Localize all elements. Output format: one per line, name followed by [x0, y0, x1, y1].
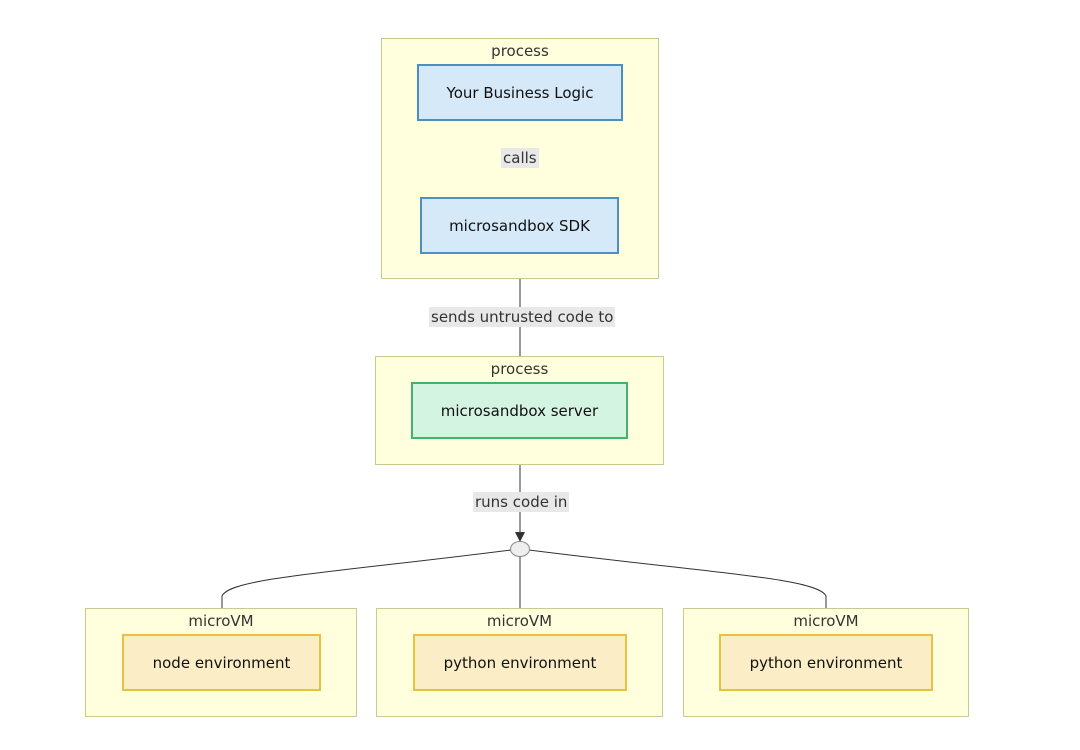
edge-label-calls: calls: [501, 148, 539, 168]
sdk-label: microsandbox SDK: [449, 216, 590, 235]
edge-label-sends: sends untrusted code to: [429, 307, 616, 327]
cluster-title-microvm-python-1: microVM: [486, 612, 553, 630]
junction-node[interactable]: [510, 541, 530, 557]
python-environment-label-1: python environment: [443, 653, 597, 672]
cluster-title-process-top: process: [491, 42, 549, 60]
edge-label-runs: runs code in: [473, 492, 570, 512]
cluster-title-process-server: process: [490, 360, 549, 378]
node-environment-node[interactable]: node environment: [122, 634, 321, 691]
business-logic-node[interactable]: Your Business Logic: [417, 64, 623, 121]
python-environment-node-2[interactable]: python environment: [719, 634, 933, 691]
server-label: microsandbox server: [440, 401, 599, 420]
node-environment-label: node environment: [152, 653, 291, 672]
business-logic-label: Your Business Logic: [446, 83, 594, 102]
cluster-title-microvm-node: microVM: [188, 612, 254, 630]
sdk-node[interactable]: microsandbox SDK: [420, 197, 619, 254]
python-environment-node-1[interactable]: python environment: [413, 634, 627, 691]
server-node[interactable]: microsandbox server: [411, 382, 628, 439]
cluster-title-microvm-python-2: microVM: [793, 612, 859, 630]
python-environment-label-2: python environment: [749, 653, 903, 672]
